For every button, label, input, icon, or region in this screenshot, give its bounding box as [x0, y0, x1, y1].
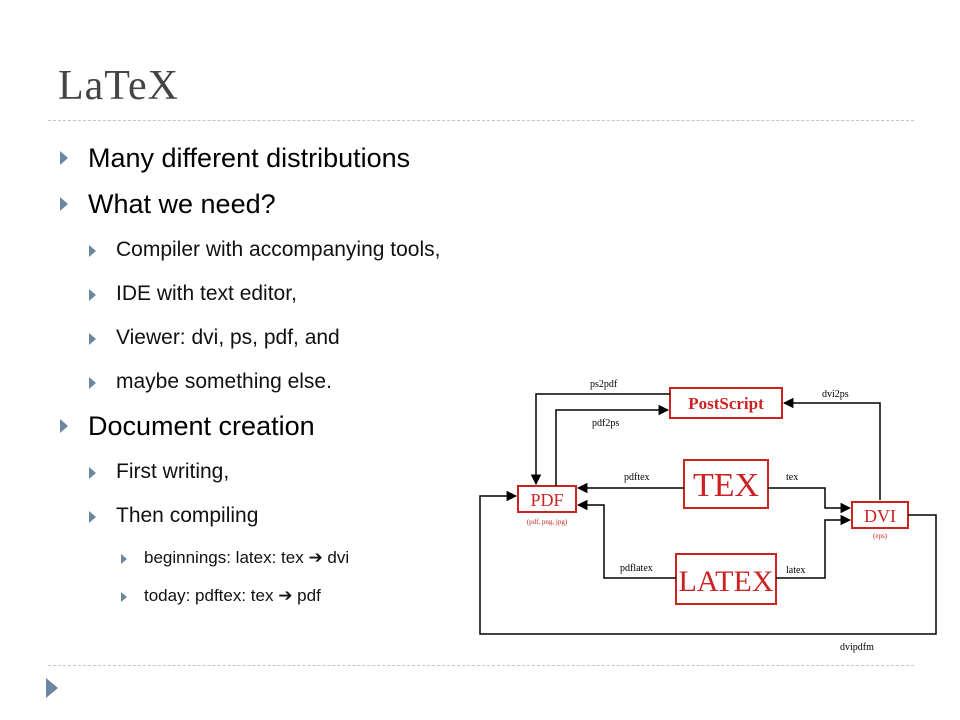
bullet-arrow-icon [89, 289, 96, 301]
edge-label-tex: tex [786, 472, 798, 483]
edge-label-dvipdfm: dvipdfm [840, 642, 874, 653]
bullet-text: First writing, [116, 460, 230, 483]
dvi-sub-label: (eps) [873, 532, 888, 540]
bullet-text: beginnings: latex: tex ➔ dvi [144, 548, 350, 567]
bullet-arrow-icon [60, 151, 68, 165]
bullet-text: IDE with text editor, [116, 282, 297, 305]
bullet-text: What we need? [88, 189, 276, 219]
footer-divider [48, 665, 914, 666]
edge-label-pdflatex: pdflatex [620, 563, 653, 574]
tex-logo-label: TEX [693, 467, 759, 504]
bullet-level2: maybe something else. [58, 362, 578, 406]
bullet-arrow-icon [89, 245, 96, 257]
tex-node: TEX [683, 459, 769, 509]
footer-arrow-icon [46, 678, 58, 698]
title-divider [48, 120, 914, 121]
pdf-label: PDF [530, 490, 563, 510]
dvi-node: DVI (eps) [851, 501, 909, 540]
latex-logo-label: LATEX [679, 565, 774, 598]
edge-tex [768, 487, 852, 514]
bullet-arrow-icon [60, 419, 68, 433]
pdf-node: PDF (pdf, png, jpg) [517, 485, 577, 526]
bullet-level2: IDE with text editor, [58, 274, 578, 318]
bullet-arrow-icon [121, 592, 127, 602]
dvi-label: DVI [864, 506, 896, 526]
bullet-level1: Many different distributions [58, 138, 578, 184]
bullet-level3: beginnings: latex: tex ➔ dvi [58, 540, 578, 578]
bullet-arrow-icon [60, 197, 68, 211]
bullet-level2: First writing, [58, 452, 578, 496]
edge-pdflatex [576, 499, 676, 579]
bullet-text: Many different distributions [88, 143, 411, 173]
pdf-sub-label: (pdf, png, jpg) [527, 518, 568, 526]
bullet-text: maybe something else. [116, 370, 332, 393]
bullet-arrow-icon [121, 554, 127, 564]
bullet-arrow-icon [89, 467, 96, 479]
bullet-level1: Document creation [58, 406, 578, 452]
edge-latex [776, 514, 852, 579]
edge-label-ps2pdf: ps2pdf [590, 379, 618, 390]
bullet-level2: Compiler with accompanying tools, [58, 230, 578, 274]
bullet-text: today: pdftex: tex ➔ pdf [144, 586, 321, 605]
bullet-level3: today: pdftex: tex ➔ pdf [58, 578, 578, 616]
latex-node: LATEX [675, 553, 777, 605]
edge-label-pdf2ps: pdf2ps [592, 418, 619, 429]
bullet-arrow-icon [89, 377, 96, 389]
bullet-level2: Viewer: dvi, ps, pdf, and [58, 318, 578, 362]
postscript-label: PostScript [688, 394, 764, 413]
edge-label-dvi2ps: dvi2ps [822, 389, 849, 400]
bullet-text: Then compiling [116, 504, 259, 527]
edge-label-pdftex: pdftex [624, 472, 650, 483]
edge-label-latex: latex [786, 565, 805, 576]
bullet-arrow-icon [89, 333, 96, 345]
edge-pdf2ps [555, 404, 670, 486]
bullet-level2: Then compiling [58, 496, 578, 540]
latex-workflow-diagram: PostScript TEX LATEX PDF (pdf, png, jpg)… [479, 379, 937, 653]
bullet-level1: What we need? [58, 184, 578, 230]
edge-ps2pdf [530, 393, 670, 486]
bullet-text: Viewer: dvi, ps, pdf, and [116, 326, 340, 349]
edge-dvi2ps [782, 397, 881, 500]
edge-dvipdfm [479, 490, 937, 635]
slide-title: LaTeX [58, 63, 179, 109]
bullet-text: Compiler with accompanying tools, [116, 238, 441, 261]
bullet-arrow-icon [89, 511, 96, 523]
bullet-text: Document creation [88, 411, 315, 441]
postscript-node: PostScript [669, 387, 783, 419]
